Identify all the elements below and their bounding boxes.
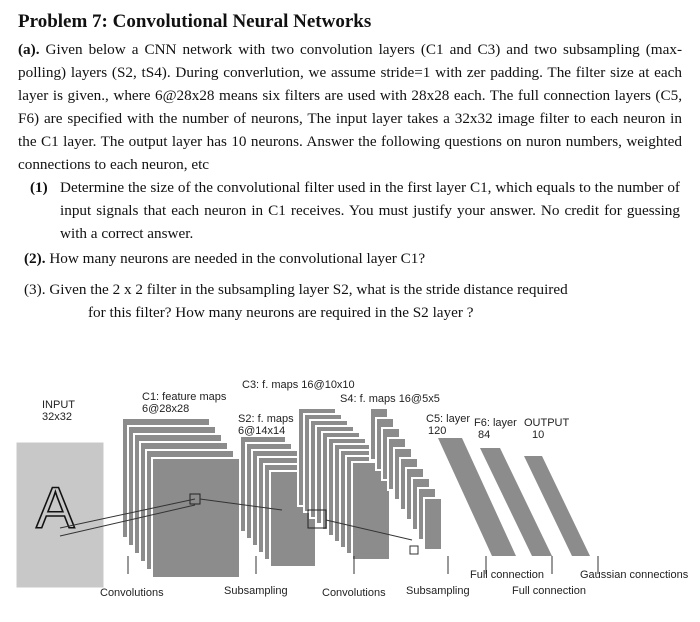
output-layer-band: [524, 456, 590, 556]
c1-size: 6@28x28: [142, 403, 189, 415]
question-2: (2). How many neurons are needed in the …: [24, 247, 684, 270]
s4-receptive-field: [409, 545, 419, 555]
input-title: INPUT: [42, 399, 75, 411]
stage-separators: [127, 556, 599, 574]
c5-size: 120: [428, 425, 446, 437]
c3-title: C3: f. maps 16@10x10: [242, 379, 355, 391]
part-a-paragraph: (a). Given below a CNN network with two …: [18, 38, 682, 176]
question-1-label: (1): [30, 179, 48, 196]
question-2-text: How many neurons are needed in the convo…: [49, 250, 426, 267]
question-1-text: Determine the size of the convolutional …: [60, 179, 680, 242]
c3-receptive-field: [307, 509, 327, 529]
question-3-line-2: for this filter? How many neurons are re…: [88, 304, 474, 321]
c1-to-s2-line: [199, 498, 283, 511]
f6-title: F6: layer: [474, 417, 517, 429]
s2-size: 6@14x14: [238, 425, 285, 437]
problem-title: Problem 7: Convolutional Neural Networks: [18, 11, 372, 32]
s4-title: S4: f. maps 16@5x5: [340, 393, 440, 405]
output-title: OUTPUT: [524, 417, 570, 429]
c5-title: C5: layer: [426, 413, 470, 425]
question-3-label: (3).: [24, 281, 46, 298]
s4-feature-map-stack: [369, 407, 443, 551]
label-convolutions-1: Convolutions: [100, 587, 164, 599]
c1-feature-map-stack: [121, 417, 241, 579]
part-a-text: Given below a CNN network with two convo…: [18, 41, 683, 173]
input-image-plane: [15, 441, 105, 589]
input-to-c1-line: [59, 498, 196, 529]
label-subsampling-2: Subsampling: [406, 585, 470, 597]
connection-lines: [59, 498, 419, 555]
question-3: (3). Given the 2 x 2 filter in the subsa…: [24, 278, 684, 324]
c3-to-s4-line: [325, 519, 413, 541]
c5-layer-band: [438, 438, 516, 556]
output-size: 10: [532, 429, 544, 441]
question-2-label: (2).: [24, 250, 46, 267]
label-gaussian-connections: Gaussian connections: [580, 569, 689, 581]
c1-title: C1: feature maps: [142, 391, 227, 403]
question-3-line-1: Given the 2 x 2 filter in the subsamplin…: [49, 281, 568, 298]
input-size: 32x32: [42, 411, 72, 423]
label-subsampling-1: Subsampling: [224, 585, 288, 597]
part-a-label: (a).: [18, 41, 40, 58]
label-convolutions-2: Convolutions: [322, 587, 386, 599]
f6-size: 84: [478, 429, 490, 441]
input-glyph: A: [36, 476, 75, 541]
question-1: (1) Determine the size of the convolutio…: [30, 176, 680, 245]
input-to-c1-line: [59, 504, 196, 537]
s2-title: S2: f. maps: [238, 413, 294, 425]
lenet-architecture-diagram: A: [15, 379, 689, 599]
f6-layer-band: [480, 448, 552, 556]
label-full-connection-1: Full connection: [470, 569, 544, 581]
c3-feature-map-stack: [297, 407, 391, 561]
c1-plane: [151, 457, 241, 579]
s4-plane: [423, 497, 443, 551]
label-full-connection-2: Full connection: [512, 585, 586, 597]
